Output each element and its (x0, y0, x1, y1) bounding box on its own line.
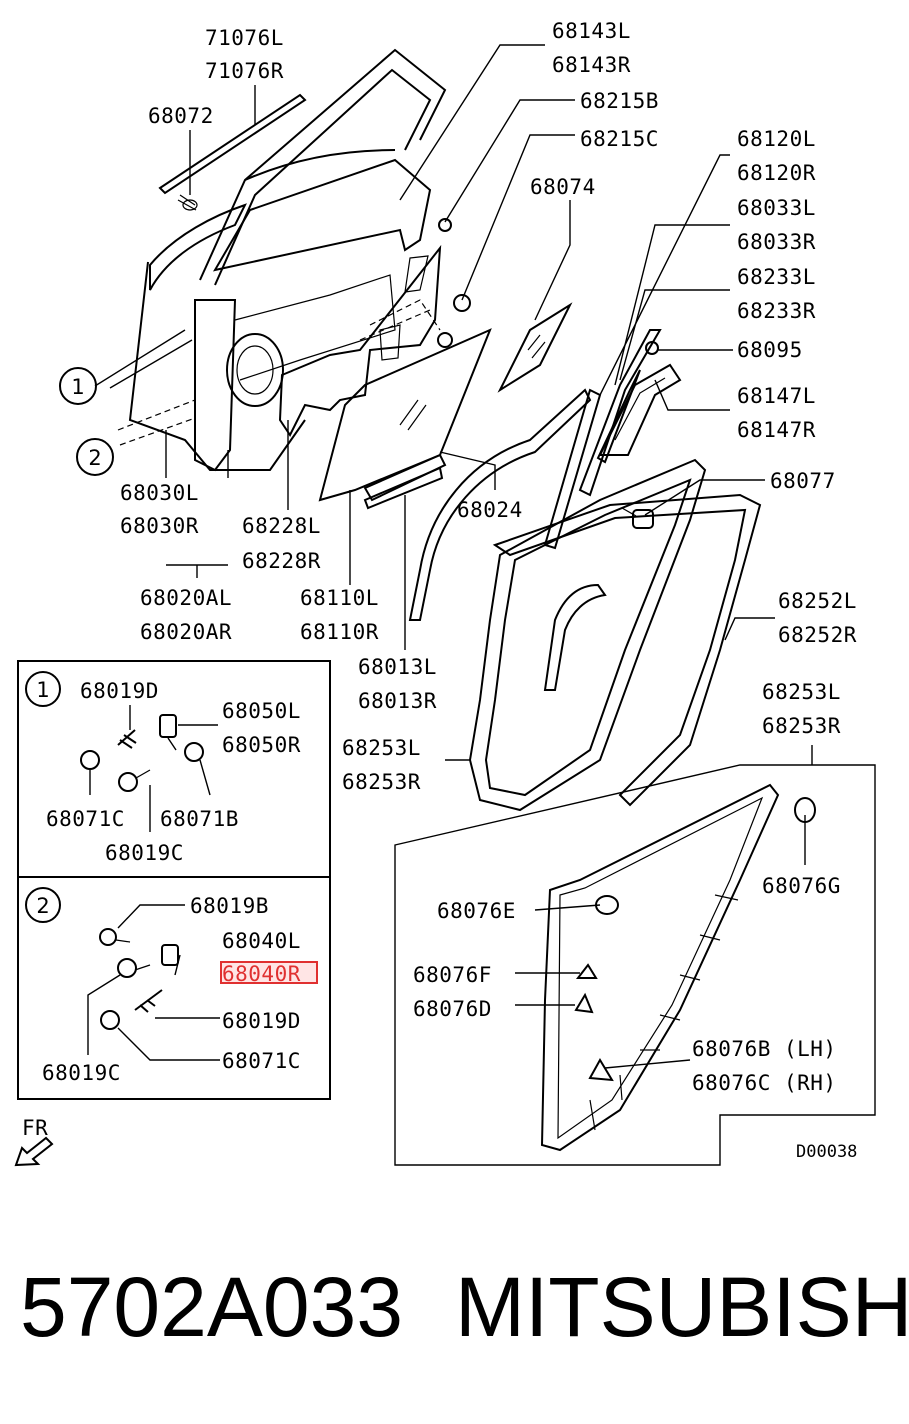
detail1-label-68019C: 68019C (105, 841, 184, 865)
detail2-label-68040R: 68040R (222, 962, 301, 986)
highlight-box (220, 961, 318, 984)
hinge-leaders (94, 329, 196, 446)
detail2-label-68071C: 68071C (222, 1049, 301, 1073)
label-68252R: 68252R (778, 623, 857, 647)
label-68215C: 68215C (580, 127, 659, 151)
label-68076F: 68076F (413, 963, 492, 987)
marker-1-number: 1 (71, 375, 84, 399)
label-68076B-lh: 68076B (LH) (692, 1037, 837, 1061)
detail-box-1: 1 68019D 68050L 68050R 68071C 68071B 680… (17, 660, 331, 878)
label-68147L: 68147L (737, 384, 816, 408)
label-68020AL: 68020AL (140, 586, 232, 610)
label-68076D: 68076D (413, 997, 492, 1021)
door-assembly-drawing (128, 48, 762, 812)
label-71076R: 71076R (205, 59, 284, 83)
front-arrow-icon (14, 1136, 54, 1167)
label-68252L: 68252L (778, 589, 857, 613)
label-68074: 68074 (530, 175, 596, 199)
label-68120R: 68120R (737, 161, 816, 185)
detail1-label-68071B: 68071B (160, 807, 239, 831)
label-68228R: 68228R (242, 549, 321, 573)
detail2-label-68019C: 68019C (42, 1061, 121, 1085)
label-68215B: 68215B (580, 89, 659, 113)
label-68110R: 68110R (300, 620, 379, 644)
label-68233L: 68233L (737, 265, 816, 289)
detail1-label-68071C: 68071C (46, 807, 125, 831)
label-68076G: 68076G (762, 874, 841, 898)
label-68030L: 68030L (120, 481, 199, 505)
lower-seal-detail (540, 783, 816, 1152)
reference-code: D00038 (796, 1142, 857, 1162)
marker-2: 2 (76, 438, 114, 476)
detail-2-number: 2 (36, 894, 49, 918)
detail1-label-68019D: 68019D (80, 679, 159, 703)
label-68072: 68072 (148, 104, 214, 128)
label-68076E: 68076E (437, 899, 516, 923)
label-68228L: 68228L (242, 514, 321, 538)
label-68120L: 68120L (737, 127, 816, 151)
label-68095: 68095 (737, 338, 803, 362)
label-68147R: 68147R (737, 418, 816, 442)
detail2-label-68019D: 68019D (222, 1009, 301, 1033)
label-68253R-right: 68253R (762, 714, 841, 738)
label-68076C-rh: 68076C (RH) (692, 1071, 837, 1095)
label-68253R-left: 68253R (342, 770, 421, 794)
leader-lines (165, 44, 876, 1166)
part-number: 5702A033 (20, 1260, 404, 1354)
label-68020AR: 68020AR (140, 620, 232, 644)
label-68013R: 68013R (358, 689, 437, 713)
assembly-dash-lines (359, 299, 441, 341)
brand-name: MITSUBISHI (455, 1260, 909, 1354)
label-68253L-left: 68253L (342, 736, 421, 760)
label-68143L: 68143L (552, 19, 631, 43)
detail2-label-68040L: 68040L (222, 929, 301, 953)
label-68030R: 68030R (120, 514, 199, 538)
detail-1-number: 1 (36, 678, 49, 702)
label-68013L: 68013L (358, 655, 437, 679)
fr-label: FR (22, 1116, 48, 1140)
label-68233R: 68233R (737, 299, 816, 323)
label-68110L: 68110L (300, 586, 379, 610)
detail1-label-68050L: 68050L (222, 699, 301, 723)
front-direction-indicator: FR (14, 1116, 54, 1167)
marker-1: 1 (59, 367, 97, 405)
callout-labels: 71076L 71076R 68072 68143L 68143R 68215B… (120, 19, 857, 1162)
label-68024: 68024 (457, 498, 523, 522)
detail-box-2: 2 68019B 68040L 68040R 68019D 68019C 680… (17, 876, 331, 1100)
label-68253L-right: 68253L (762, 680, 841, 704)
label-68077: 68077 (770, 469, 836, 493)
label-68143R: 68143R (552, 53, 631, 77)
label-68033R: 68033R (737, 230, 816, 254)
marker-2-number: 2 (88, 446, 101, 470)
detail2-label-68019B: 68019B (190, 894, 269, 918)
detail1-label-68050R: 68050R (222, 733, 301, 757)
label-71076L: 71076L (205, 26, 284, 50)
label-68033L: 68033L (737, 196, 816, 220)
